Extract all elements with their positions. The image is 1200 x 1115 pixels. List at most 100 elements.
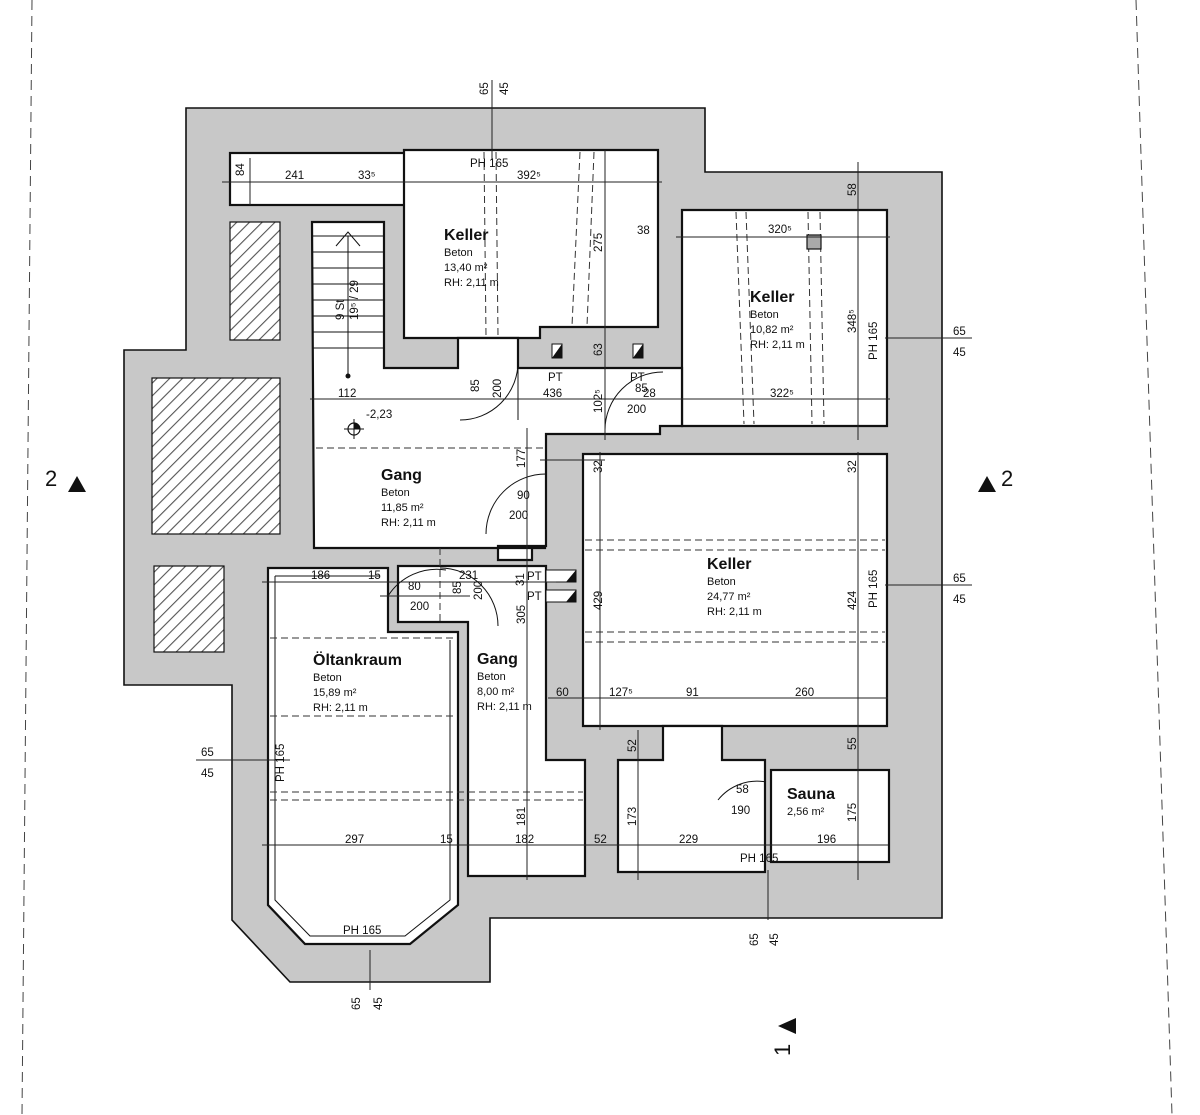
dimension-85a: 85 [470, 379, 482, 392]
dimension-190: 190 [731, 805, 750, 817]
dimension-3225: 322⁵ [770, 388, 794, 400]
gang1-height: RH: 2,11 m [381, 517, 436, 529]
dimension-65-top: 65 [479, 82, 491, 95]
sauna-area: 2,56 m² [787, 806, 825, 818]
dimension-200c: 200 [509, 510, 528, 522]
label-keller3: Keller Beton 24,77 m² RH: 2,11 m [707, 556, 762, 618]
dimension-58: 58 [847, 183, 859, 196]
dimension-ph165-l: PH 165 [275, 744, 287, 782]
dimension-90: 90 [517, 490, 530, 502]
keller3-name: Keller [707, 556, 751, 573]
dimension-429: 429 [593, 591, 605, 610]
keller2-material: Beton [750, 309, 779, 321]
keller2-height: RH: 2,11 m [750, 339, 805, 351]
dimension-305: 305 [516, 605, 528, 624]
property-line-right [1135, 0, 1173, 1115]
level-marker-icon [344, 419, 364, 439]
hatched-shaft-2 [151, 377, 281, 535]
dimension-200e: 200 [410, 601, 429, 613]
dimension-177: 177 [516, 449, 528, 468]
property-line-left [21, 0, 33, 1115]
stair [312, 231, 384, 379]
stair-steps: 9 St [335, 299, 347, 320]
section-marker-left: 2 [45, 466, 86, 492]
gang1-material: Beton [381, 487, 410, 499]
dimension-45-b2: 45 [373, 997, 385, 1010]
oeltank-inner-line [274, 575, 451, 937]
dimension-32a: 32 [593, 460, 605, 473]
dimension-45-b1: 45 [769, 933, 781, 946]
dimension-229: 229 [679, 834, 698, 846]
column-marker [806, 234, 822, 250]
dimension-3205: 320⁵ [768, 224, 792, 236]
level-label: -2,23 [366, 409, 392, 421]
dimension-33: 33⁵ [358, 170, 376, 182]
keller3-area: 24,77 m² [707, 591, 751, 603]
dimension-3485: 348⁵ [847, 309, 859, 333]
dimension-ph165-b2: PH 165 [343, 925, 381, 937]
room-gang1-stair [310, 220, 684, 562]
dimension-84: 84 [235, 163, 247, 176]
dimension-pt3: PT [527, 571, 542, 583]
label-gang2: Gang Beton 8,00 m² RH: 2,11 m [477, 651, 532, 713]
keller2-name: Keller [750, 289, 794, 306]
gang1-area: 11,85 m² [381, 502, 424, 514]
keller3-material: Beton [707, 576, 736, 588]
pt-symbols [545, 343, 644, 603]
label-keller1: Keller Beton 13,40 m² RH: 2,11 m [444, 227, 499, 289]
dimension-85c: 85 [452, 581, 464, 594]
room-keller1 [402, 148, 660, 340]
dimension-38: 38 [637, 225, 650, 237]
dimension-15a: 15 [368, 570, 381, 582]
label-oeltank: Öltankraum Beton 15,89 m² RH: 2,11 m [313, 650, 402, 714]
dimension-31: 31 [515, 573, 527, 586]
room-corridor-bottom [616, 724, 767, 874]
section-marker-bottom-label: 1 [770, 1044, 795, 1056]
dimension-260: 260 [795, 687, 814, 699]
keller3-height: RH: 2,11 m [707, 606, 762, 618]
dimension-45-r2: 45 [953, 594, 966, 606]
dimension-231: 231 [459, 570, 478, 582]
dimension-181: 181 [516, 807, 528, 826]
dimension-65-r2: 65 [953, 573, 966, 585]
oeltank-material: Beton [313, 672, 342, 684]
keller1-name: Keller [444, 227, 488, 244]
dimension-65-l: 65 [201, 747, 214, 759]
dimension-15b: 15 [440, 834, 453, 846]
dimension-241: 241 [285, 170, 304, 182]
dimension-85b: 85 [635, 383, 648, 395]
section-marker-bottom: 1 [770, 1018, 796, 1056]
dimension-45-top: 45 [499, 82, 511, 95]
hatched-shaft-3 [153, 565, 225, 653]
section-marker-right: 2 [978, 466, 1013, 492]
hatched-shaft-1 [229, 221, 281, 341]
dimension-ph165-b1: PH 165 [740, 853, 778, 865]
oeltank-name: Öltankraum [313, 650, 402, 669]
dimension-pt2: PT [630, 372, 645, 384]
dimension-ph165-r1: PH 165 [868, 322, 880, 360]
label-sauna: Sauna 2,56 m² [787, 786, 835, 818]
keller1-area: 13,40 m² [444, 262, 488, 274]
dimension-63: 63 [593, 343, 605, 356]
dimension-182: 182 [515, 834, 534, 846]
oeltank-height: RH: 2,11 m [313, 702, 368, 714]
stair-ratio: 19⁵ / 29 [349, 280, 361, 320]
dimension-297: 297 [345, 834, 364, 846]
niche-top-left [228, 151, 410, 207]
room-gang2 [396, 564, 587, 878]
dimension-200b: 200 [627, 404, 646, 416]
label-keller2: Keller Beton 10,82 m² RH: 2,11 m [750, 289, 805, 351]
room-oeltank [266, 566, 460, 946]
dimension-65-r1: 65 [953, 326, 966, 338]
dimension-ph165-r2: PH 165 [868, 570, 880, 608]
section-marker-left-label: 2 [45, 466, 57, 491]
dimension-91: 91 [686, 687, 699, 699]
dimension-58b: 58 [736, 784, 749, 796]
dimension-60: 60 [556, 687, 569, 699]
dimension-32b: 32 [847, 460, 859, 473]
dimension-186: 186 [311, 570, 330, 582]
dimension-275: 275 [593, 233, 605, 252]
dimension-200a: 200 [492, 379, 504, 398]
